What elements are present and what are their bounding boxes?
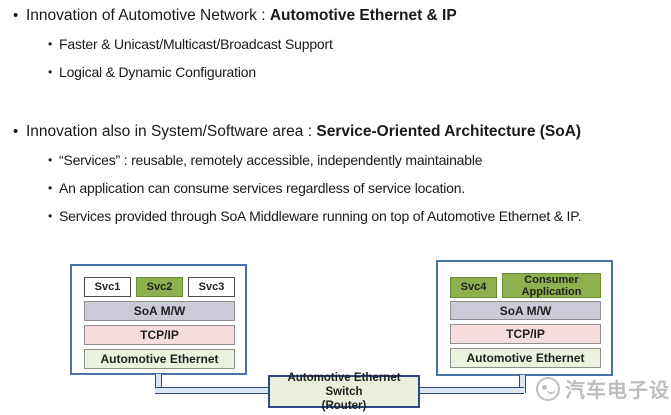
right-layer-tcp-ip: TCP/IP	[450, 324, 601, 344]
service-box-consumer-application: Consumer Application	[502, 273, 601, 298]
bullet-block: Innovation of Automotive Network : Autom…	[0, 5, 671, 235]
left-ecu-node: Svc1 Svc2 Svc3 SoA M/W TCP/IP Automotive…	[70, 264, 247, 375]
service-box-svc4: Svc4	[450, 277, 497, 298]
connector-right-horizontal	[418, 387, 524, 394]
bullet-2-lead: Innovation also in System/Software area …	[26, 123, 317, 140]
right-layer-soa-mw: SoA M/W	[450, 301, 601, 320]
bullet-2-sublist: “Services” : reusable, remotely accessib…	[26, 151, 671, 225]
connector-right-vertical	[519, 375, 526, 393]
bullet-1-lead: Innovation of Automotive Network :	[26, 7, 270, 24]
service-box-svc2: Svc2	[136, 277, 183, 297]
bullet-1-emphasis: Automotive Ethernet & IP	[269, 7, 457, 24]
bullet-2-emphasis: Service-Oriented Architecture (SoA)	[316, 123, 582, 140]
watermark-text: 汽车电子设计	[565, 380, 671, 402]
bullet-1-sublist: Faster & Unicast/Multicast/Broadcast Sup…	[26, 35, 671, 81]
watermark-logo-icon	[536, 376, 560, 401]
connector-left-vertical	[155, 374, 162, 393]
switch-label-line1: Automotive Ethernet Switch	[287, 371, 401, 398]
ethernet-switch-box: Automotive Ethernet Switch (Router)	[268, 372, 420, 412]
bullet-2-sub-3: Services provided through SoA Middleware…	[48, 207, 671, 225]
left-layer-soa-mw: SoA M/W	[84, 301, 235, 321]
service-box-svc3: Svc3	[188, 277, 235, 297]
bullet-1-sub-1: Faster & Unicast/Multicast/Broadcast Sup…	[48, 35, 671, 53]
bullet-2-sub-2: An application can consume services rega…	[48, 179, 671, 197]
right-service-row: Svc4 Consumer Application	[450, 273, 601, 298]
bullet-list: Innovation of Automotive Network : Autom…	[0, 5, 671, 225]
bullet-2-sub-1: “Services” : reusable, remotely accessib…	[48, 151, 671, 169]
bullet-main-2: Innovation also in System/Software area …	[13, 121, 671, 225]
bullet-1-sub-2: Logical & Dynamic Configuration	[48, 63, 671, 81]
connector-left-horizontal	[155, 387, 270, 394]
watermark: 汽车电子设计	[536, 374, 671, 403]
service-box-svc1: Svc1	[84, 277, 131, 297]
bullet-main-1: Innovation of Automotive Network : Autom…	[13, 5, 671, 81]
left-layer-tcp-ip: TCP/IP	[84, 325, 235, 345]
left-service-row: Svc1 Svc2 Svc3	[84, 277, 235, 297]
switch-label-line2: (Router)	[321, 399, 367, 412]
right-ecu-node: Svc4 Consumer Application SoA M/W TCP/IP…	[436, 260, 613, 376]
left-layer-automotive-ethernet: Automotive Ethernet	[84, 349, 235, 369]
right-layer-automotive-ethernet: Automotive Ethernet	[450, 348, 601, 368]
